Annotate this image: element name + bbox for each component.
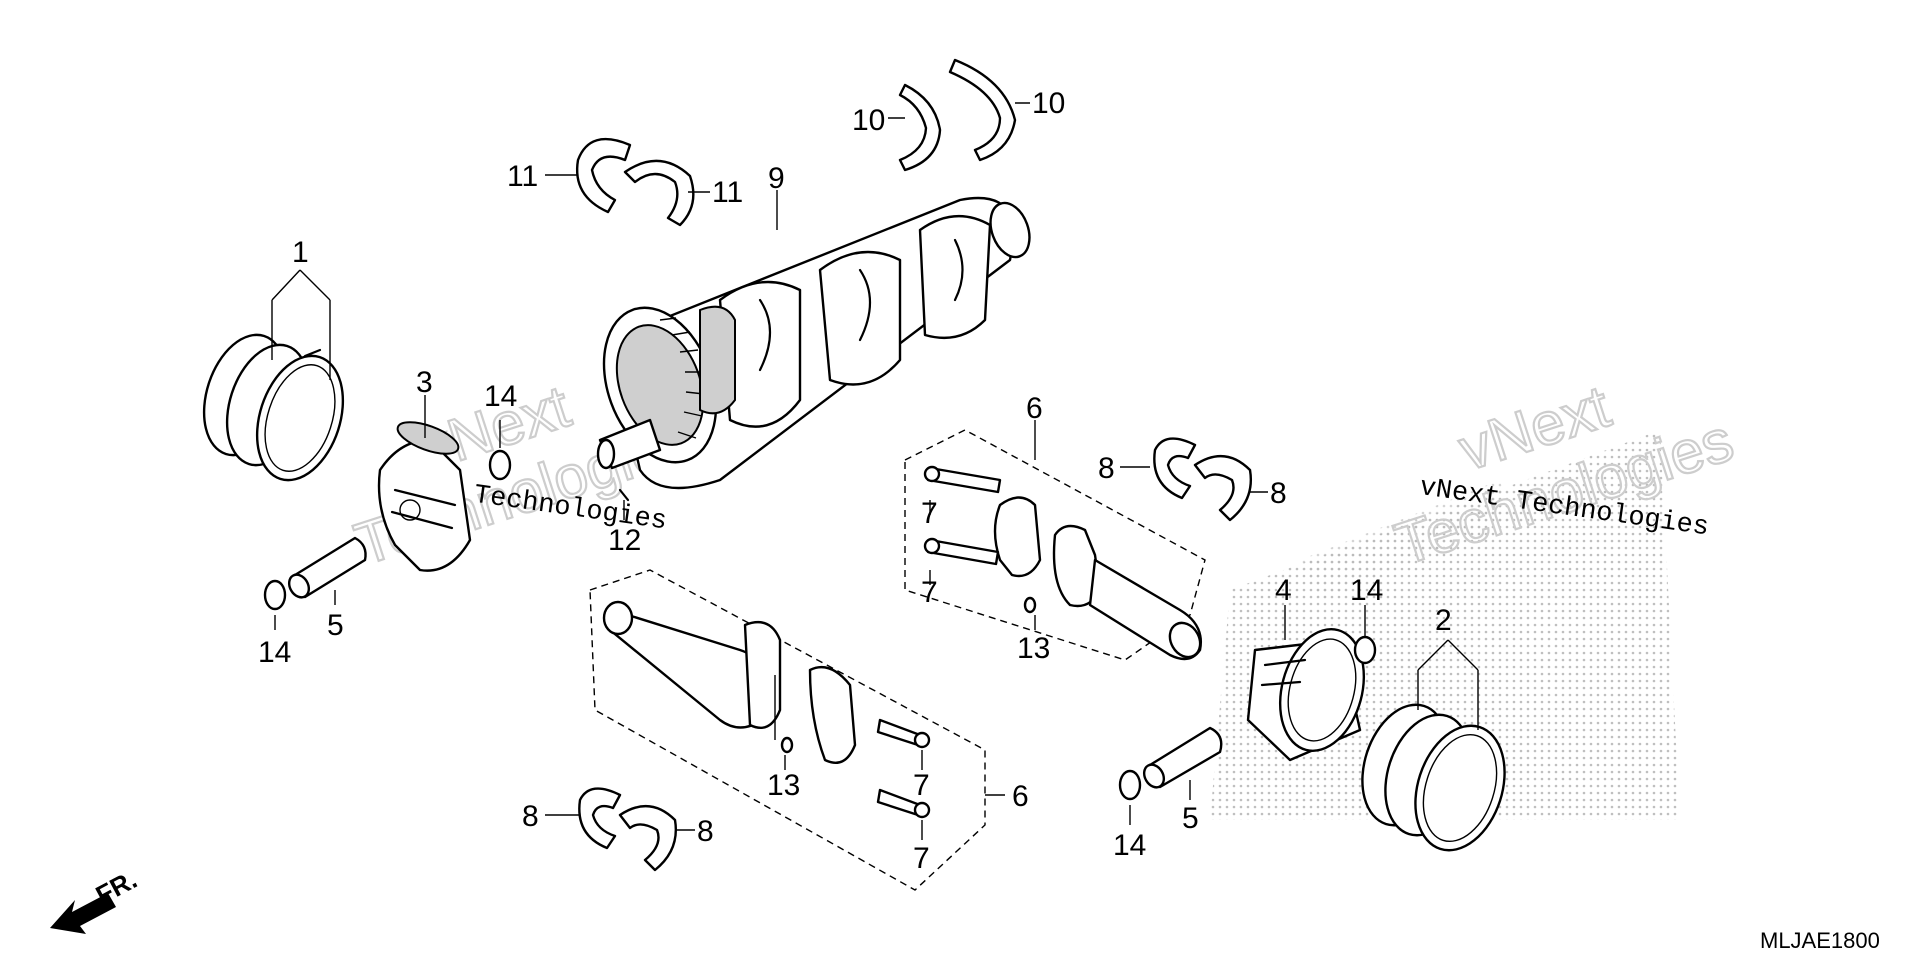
piston-pin-clip (1353, 635, 1377, 665)
callout-14: 14 (484, 380, 517, 413)
callout-1: 1 (292, 236, 309, 269)
callout-6-right: 6 (1026, 392, 1043, 425)
callout-5-left: 5 (327, 609, 344, 642)
callout-8: 8 (697, 815, 714, 848)
callout-7: 7 (921, 576, 938, 609)
callout-10: 10 (1032, 87, 1065, 120)
callout-14: 14 (1113, 829, 1146, 862)
front-direction-arrow: FR. (50, 864, 142, 934)
callout-5-right: 5 (1182, 802, 1199, 835)
callout-14: 14 (258, 636, 291, 669)
callout-13: 13 (1017, 632, 1050, 665)
callout-8: 8 (1098, 452, 1115, 485)
conrod-left-group (589, 569, 986, 891)
crankshaft (596, 196, 1031, 490)
callout-9: 9 (768, 162, 785, 195)
callout-3: 3 (416, 366, 433, 399)
callout-7: 7 (913, 842, 930, 875)
conrod-right-group (904, 429, 1206, 661)
piston-pin-clip (1118, 769, 1142, 801)
callout-11: 11 (507, 160, 538, 193)
piston-pin-right (1142, 726, 1223, 789)
piston-rings-left (202, 333, 345, 482)
conrod-bearings-right (1153, 437, 1252, 522)
piston-right (1246, 628, 1366, 762)
conrod-bearings-left (578, 787, 677, 872)
callout-8: 8 (522, 800, 539, 833)
piston-left (377, 421, 472, 572)
callout-14: 14 (1350, 574, 1383, 607)
piston-rings-right (1361, 703, 1506, 852)
callout-6-left: 6 (1012, 780, 1029, 813)
callout-8: 8 (1270, 477, 1287, 510)
callout-13: 13 (767, 769, 800, 802)
piston-pin-clip (263, 579, 287, 611)
arrow-icon (50, 893, 116, 934)
callout-12: 12 (608, 524, 641, 557)
diagram-code: MLJAE1800 (1760, 928, 1880, 953)
dowel-pin (618, 488, 630, 502)
callout-2: 2 (1435, 604, 1452, 637)
piston-pin-left (287, 536, 367, 599)
main-bearings (575, 137, 695, 227)
callout-7: 7 (921, 497, 938, 530)
callout-11: 11 (712, 176, 743, 209)
callout-7: 7 (913, 769, 930, 802)
callout-10: 10 (852, 104, 885, 137)
callout-4: 4 (1275, 574, 1292, 607)
piston-pin-clip (488, 449, 512, 481)
thrust-washers (898, 58, 1017, 172)
